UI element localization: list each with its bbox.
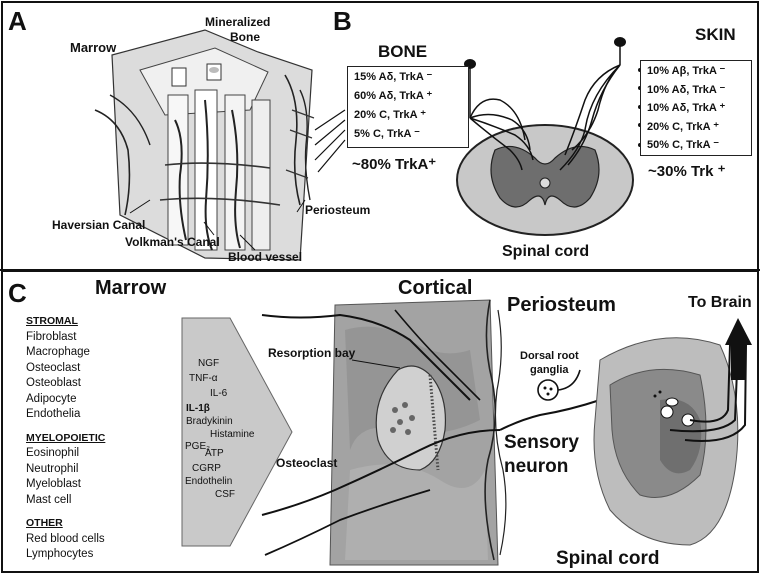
panel-label-c: C [8, 278, 27, 309]
cell-item: Fibroblast [26, 330, 105, 346]
mediator-item: Endothelin [185, 476, 232, 488]
skin-title: SKIN [695, 25, 736, 45]
resorption-bay-label: Resorption bay [268, 346, 355, 360]
stromal-header: STROMAL [26, 314, 105, 330]
mediator-item: TNF-α [189, 373, 218, 385]
cell-item: Mast cell [26, 493, 105, 509]
cell-item: Eosinophil [26, 446, 105, 462]
skin-row: 10% Aδ, TrkA ⁻ [647, 81, 745, 100]
skin-row: 20% C, TrkA ⁺ [647, 118, 745, 137]
skin-row: 10% Aδ, TrkA ⁺ [647, 99, 745, 118]
cell-item: Neutrophil [26, 462, 105, 478]
panel-label-a: A [8, 6, 27, 37]
label-haversian-canal: Haversian Canal [52, 218, 145, 232]
label-volkmans-canal: Volkman's Canal [125, 235, 220, 249]
myelopoietic-header: MYELOPOIETIC [26, 431, 105, 447]
mediator-item: Bradykinin [186, 416, 233, 428]
skin-summary: ~30% Trk ⁺ [648, 162, 726, 180]
bone-row: 20% C, TrkA ⁺ [354, 106, 462, 125]
dorsal-root-label-1: Dorsal root [520, 350, 579, 362]
osteoclast-label: Osteoclast [276, 456, 337, 470]
marrow-heading: Marrow [95, 277, 166, 300]
bone-row: 15% Aδ, TrkA ⁻ [354, 68, 462, 87]
cell-item: Endothelia [26, 407, 105, 423]
to-brain-label: To Brain [688, 294, 752, 312]
sensory-neuron-label-2: neuron [504, 456, 568, 478]
skin-fiber-table: 10% Aβ, TrkA ⁻ 10% Aδ, TrkA ⁻ 10% Aδ, Tr… [640, 60, 752, 156]
cell-item: Red blood cells [26, 532, 105, 548]
bone-fiber-table: 15% Aδ, TrkA ⁻ 60% Aδ, TrkA ⁺ 20% C, Trk… [347, 66, 469, 148]
skin-row: 10% Aβ, TrkA ⁻ [647, 62, 745, 81]
bone-summary: ~80% TrkA⁺ [352, 155, 436, 173]
mediator-item: IL-1β [186, 403, 210, 415]
cell-item: Macrophage [26, 345, 105, 361]
label-marrow-a: Marrow [70, 40, 116, 55]
mediator-item: IL-6 [210, 388, 227, 400]
periosteum-heading: Periosteum [507, 294, 616, 317]
label-mineralized-1: Mineralized [205, 15, 270, 29]
cell-item: Osteoclast [26, 361, 105, 377]
bone-title: BONE [378, 42, 427, 62]
label-periosteum-a: Periosteum [305, 203, 370, 217]
skin-row: 50% C, TrkA ⁻ [647, 136, 745, 155]
cell-item: Osteoblast [26, 376, 105, 392]
spinal-cord-label-b: Spinal cord [502, 243, 589, 261]
cortical-heading: Cortical [398, 277, 472, 300]
spinal-cord-label-c: Spinal cord [556, 548, 659, 570]
mediator-item: NGF [198, 358, 219, 370]
sensory-neuron-label-1: Sensory [504, 432, 579, 454]
label-mineralized-2: Bone [230, 30, 260, 44]
cell-item: Myeloblast [26, 477, 105, 493]
label-blood-vessel: Blood vessel [228, 250, 302, 264]
dorsal-root-label-2: ganglia [530, 364, 569, 376]
mediator-item: CSF [215, 489, 235, 501]
mediator-item: Histamine [210, 429, 254, 441]
bone-row: 5% C, TrkA ⁻ [354, 125, 462, 144]
marrow-cell-list: STROMAL Fibroblast Macrophage Osteoclast… [26, 314, 105, 563]
bone-row: 60% Aδ, TrkA ⁺ [354, 87, 462, 106]
mediator-item: ATP [205, 448, 224, 460]
other-header: OTHER [26, 516, 105, 532]
cell-item: Adipocyte [26, 392, 105, 408]
panel-label-b: B [333, 6, 352, 37]
cell-item: Lymphocytes [26, 547, 105, 563]
mediator-item: CGRP [192, 463, 221, 475]
panel-frame-c [1, 270, 759, 573]
